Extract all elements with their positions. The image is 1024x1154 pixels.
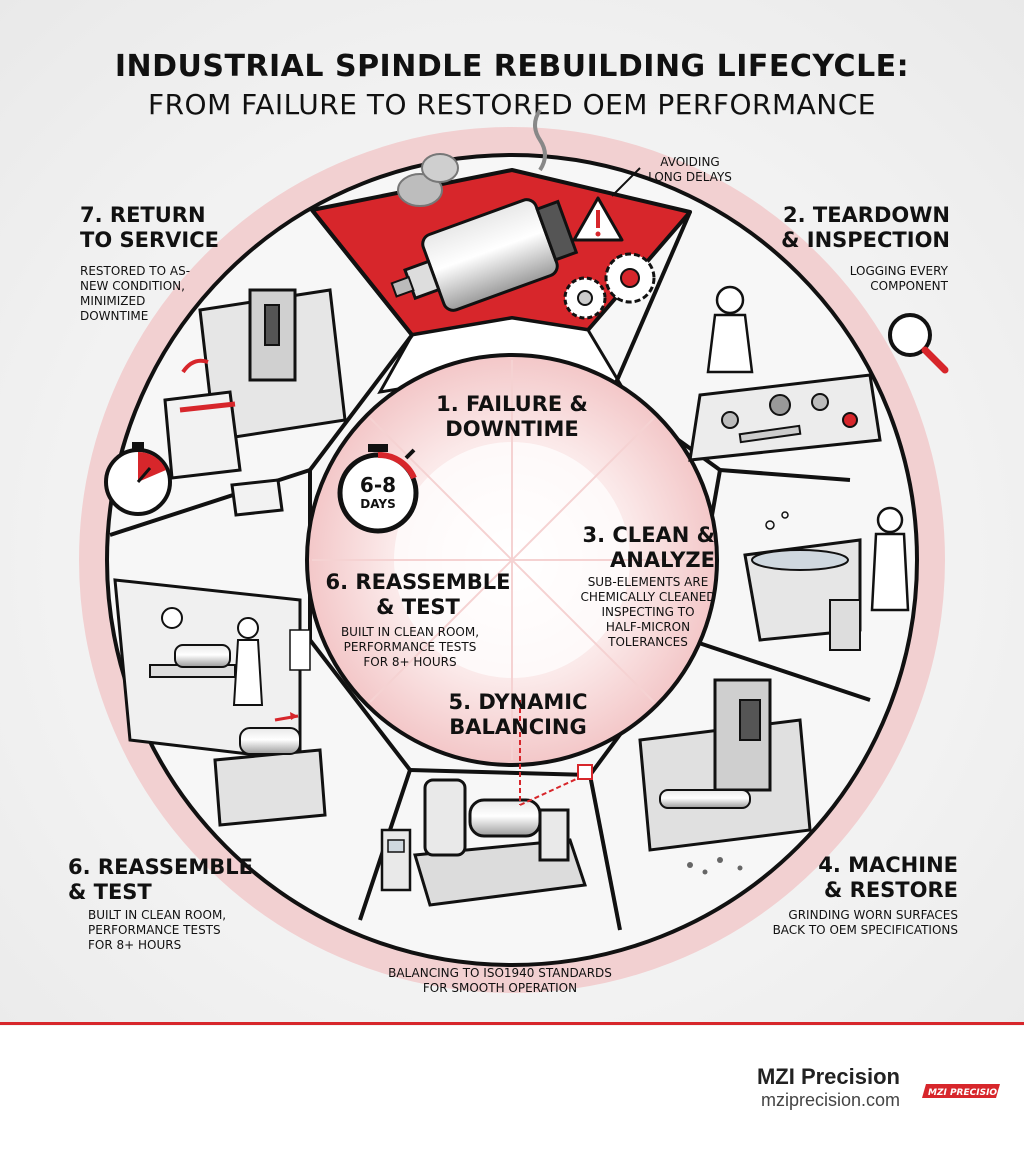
step-reassemble-inner-heading-2: & TEST: [376, 595, 460, 619]
machine-restore-illustration: [638, 678, 812, 875]
step-reassemble-inner-desc-2: PERFORMANCE TESTS: [343, 640, 477, 654]
step-clean-heading-2: ANALYZE: [610, 548, 715, 572]
step-return-heading: 7. RETURN TO SERVICE: [80, 203, 280, 253]
step-reassemble-outer-desc-1: BUILT IN CLEAN ROOM,: [88, 908, 227, 922]
step-machine-desc-2: BACK TO OEM SPECIFICATIONS: [772, 923, 958, 937]
step-balancing-heading-2: BALANCING: [449, 715, 587, 739]
step-machine-desc-1: GRINDING WORN SURFACES: [788, 908, 958, 922]
brand-logo-text: MZI PRECISION: [928, 1088, 1002, 1098]
step-return-desc-1: RESTORED TO AS-: [80, 264, 191, 278]
step-teardown-heading: 2. TEARDOWN & INSPECTION: [720, 203, 950, 253]
step-failure-callout-2: LONG DELAYS: [648, 170, 732, 184]
step-reassemble-outer-desc: BUILT IN CLEAN ROOM, PERFORMANCE TESTS F…: [88, 908, 268, 953]
clean-analyze-illustration: [743, 506, 910, 651]
step-teardown-desc-1: LOGGING EVERY: [849, 264, 948, 278]
warning-icon: [572, 196, 624, 242]
teardown-illustration: [688, 285, 882, 462]
timer-unit: DAYS: [360, 497, 396, 511]
lifecycle-wheel: [79, 108, 949, 993]
step-reassemble-inner-heading-1: 6. REASSEMBLE: [325, 570, 511, 594]
step-reassemble-outer-heading-2: & TEST: [68, 880, 152, 904]
step-failure-heading-2: DOWNTIME: [445, 417, 579, 441]
step-teardown-desc: LOGGING EVERY COMPONENT: [760, 264, 948, 294]
step-balancing-heading-1: 5. DYNAMIC: [448, 690, 588, 714]
step-clean-desc-5: TOLERANCES: [608, 635, 688, 649]
step-clean-heading-1: 3. CLEAN &: [582, 523, 716, 547]
step-teardown-desc-2: COMPONENT: [870, 279, 948, 293]
step-balancing-heading: 5. DYNAMIC BALANCING: [418, 690, 618, 740]
step-balancing-desc-2: FOR SMOOTH OPERATION: [422, 981, 578, 995]
step-machine-heading-1: 4. MACHINE: [818, 853, 958, 877]
step-reassemble-inner-desc-1: BUILT IN CLEAN ROOM,: [340, 625, 480, 639]
step-return-heading-2: TO SERVICE: [80, 228, 219, 252]
reassemble-illustration: [113, 578, 327, 827]
step-clean-desc-1: SUB-ELEMENTS ARE: [587, 575, 709, 589]
brand-url: mziprecision.com: [760, 1090, 900, 1110]
step-machine-desc: GRINDING WORN SURFACES BACK TO OEM SPECI…: [740, 908, 958, 938]
step-machine-heading: 4. MACHINE & RESTORE: [730, 853, 958, 903]
timer-value: 6-8: [359, 473, 397, 497]
step-reassemble-outer-desc-2: PERFORMANCE TESTS: [88, 923, 221, 937]
wheel-halo: [79, 127, 945, 993]
step-return-desc-3: MINIMIZED: [80, 294, 146, 308]
title-line-1: INDUSTRIAL SPINDLE REBUILDING LIFECYCLE:: [114, 49, 910, 84]
step-balancing-desc-1: BALANCING TO ISO1940 STANDARDS: [388, 966, 612, 980]
timer-icon: [337, 444, 419, 534]
step-reassemble-inner-desc: BUILT IN CLEAN ROOM, PERFORMANCE TESTS F…: [330, 625, 490, 670]
stopwatch-icon: [104, 442, 172, 516]
step-clean-heading: 3. CLEAN & ANALYZE: [540, 523, 716, 573]
balancing-illustration: [380, 700, 593, 907]
step-teardown-heading-1: 2. TEARDOWN: [782, 203, 950, 227]
step-reassemble-outer-heading: 6. REASSEMBLE & TEST: [68, 855, 288, 905]
step-failure-callout-1: AVOIDING: [660, 155, 720, 169]
brand-name: MZI Precision: [756, 1064, 900, 1089]
step-clean-desc-2: CHEMICALLY CLEANED: [580, 590, 716, 604]
step-balancing-desc: BALANCING TO ISO1940 STANDARDS FOR SMOOT…: [360, 966, 640, 996]
page-title: INDUSTRIAL SPINDLE REBUILDING LIFECYCLE:…: [0, 48, 1024, 124]
step-teardown-heading-2: & INSPECTION: [781, 228, 950, 252]
return-service-illustration: [163, 288, 347, 517]
step-reassemble-inner-heading: 6. REASSEMBLE & TEST: [318, 570, 518, 620]
footer: [0, 1026, 1024, 1154]
step-reassemble-outer-desc-3: FOR 8+ HOURS: [88, 938, 182, 952]
step-failure-heading-1: 1. FAILURE &: [436, 392, 588, 416]
brand-logo: MZI PRECISION: [922, 1084, 1002, 1098]
callout-leader: [611, 167, 641, 197]
step-return-desc: RESTORED TO AS- NEW CONDITION, MINIMIZED…: [80, 264, 230, 324]
step-machine-heading-2: & RESTORE: [824, 878, 958, 902]
hub-starburst: [312, 360, 712, 760]
step-failure-heading: 1. FAILURE & DOWNTIME: [412, 392, 612, 442]
step-return-heading-1: 7. RETURN: [80, 203, 206, 227]
title-line-2: FROM FAILURE TO RESTORED OEM PERFORMANCE: [148, 88, 876, 121]
step-clean-desc-3: INSPECTING TO: [601, 605, 695, 619]
step-failure-callout: AVOIDING LONG DELAYS: [620, 155, 760, 185]
step-return-desc-4: DOWNTIME: [80, 309, 149, 323]
step-return-desc-2: NEW CONDITION,: [80, 279, 185, 293]
step-clean-desc: SUB-ELEMENTS ARE CHEMICALLY CLEANED INSP…: [568, 575, 728, 650]
gear-icon: [563, 252, 656, 320]
step-clean-desc-4: HALF-MICRON: [605, 620, 691, 634]
step-reassemble-outer-heading-1: 6. REASSEMBLE: [68, 855, 253, 879]
footer-divider: [0, 1022, 1024, 1025]
spindle-failure-illustration: [390, 108, 579, 312]
magnifier-icon: [888, 313, 949, 374]
step-reassemble-inner-desc-3: FOR 8+ HOURS: [363, 655, 457, 669]
